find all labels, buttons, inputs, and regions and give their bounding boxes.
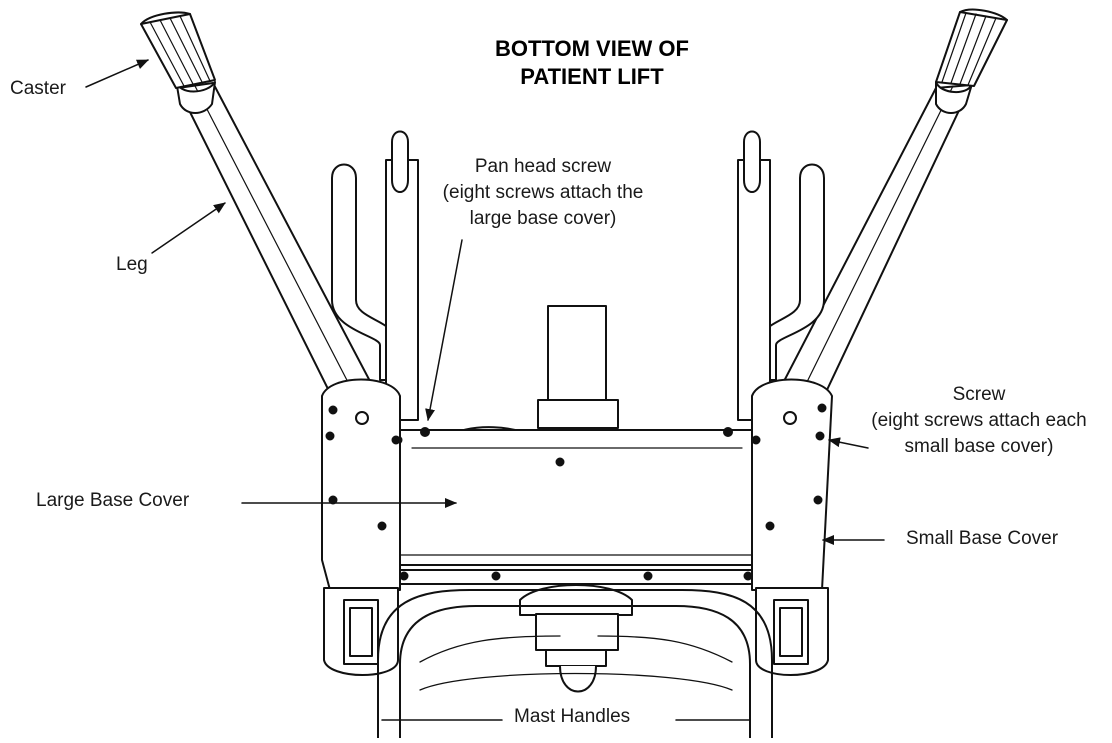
pan-head-screw-line3: large base cover) [469,208,617,229]
pan-head-screw-line2: (eight screws attach the [442,182,644,203]
screw-leader [828,437,869,449]
small-base-cover-left [321,378,401,591]
large-base-cover-label: Large Base Cover [36,490,190,511]
caster-label: Caster [10,78,66,99]
screw-line1: Screw [952,384,1006,405]
right-caster [935,8,1008,114]
pan-head-screw-line1: Pan head screw [474,156,612,177]
leg-leader [151,202,226,254]
diagram-title-line1: BOTTOM VIEW OF [495,36,689,61]
pan-head-screw-leader [425,239,463,421]
inner-frame [331,130,825,451]
actuator-assembly [519,584,633,693]
caster-leader [85,59,149,88]
left-caster [140,11,216,114]
screw-label: Screw (eight screws attach each small ba… [848,382,1110,460]
small-base-cover-right [751,378,833,591]
front-caster-right [755,587,829,676]
diagram-title-line2: PATIENT LIFT [520,64,664,89]
leg-label: Leg [116,254,148,275]
screw-line3: small base cover) [904,436,1054,457]
front-caster-left [323,587,399,676]
small-base-cover-label: Small Base Cover [906,528,1059,549]
leader-lines [85,59,885,721]
mast-handles-label: Mast Handles [514,706,631,727]
pan-head-screw-label: Pan head screw (eight screws attach the … [398,154,688,232]
mast-handle-loops [377,589,773,739]
screw-line2: (eight screws attach each [871,410,1087,431]
large-base-cover [393,427,763,585]
